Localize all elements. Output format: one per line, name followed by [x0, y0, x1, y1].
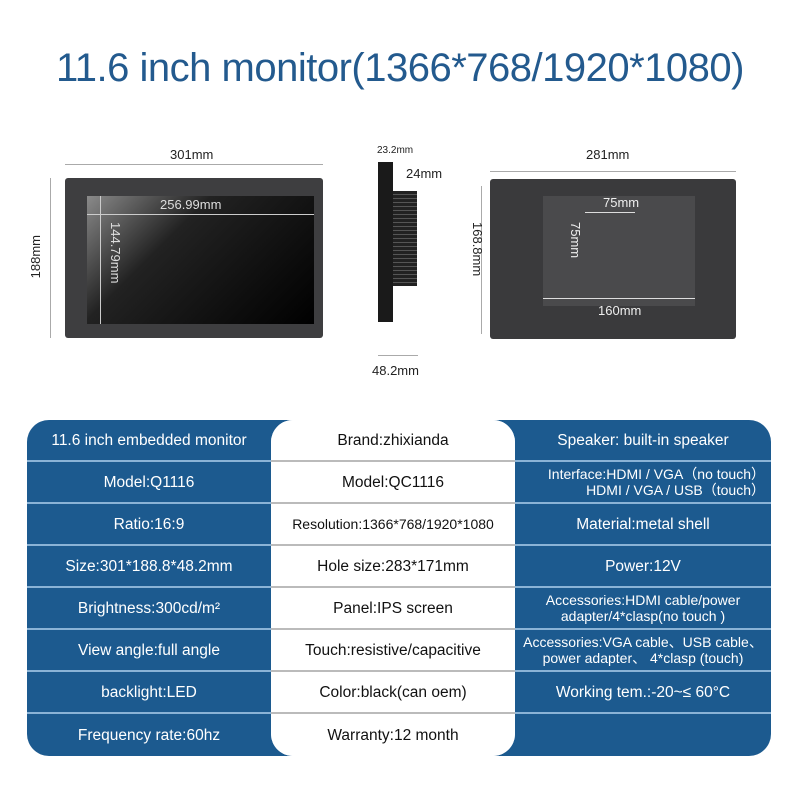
spec-cell: Power:12V: [515, 546, 771, 588]
spec-cell: Color:black(can oem): [271, 672, 515, 714]
spec-cell: Material:metal shell: [515, 504, 771, 546]
spec-cell: Brand:zhixianda: [271, 420, 515, 462]
dim-line: [543, 298, 695, 299]
dim-line: [50, 178, 51, 338]
dim-line: [100, 196, 101, 324]
spec-cell: Working tem.:-20~≤ 60°C: [515, 672, 771, 714]
side-top-label: 23.2mm: [377, 145, 414, 156]
side-depth-label: 48.2mm: [372, 363, 419, 378]
spec-cell: Size:301*188.8*48.2mm: [27, 546, 271, 588]
middle-column: Brand:zhixianda Model:QC1116 Resolution:…: [271, 420, 515, 756]
spec-cell: Model:Q1116: [27, 462, 271, 504]
back-height-label: 168.8mm: [470, 222, 485, 277]
dim-line: [378, 355, 418, 356]
dim-line: [585, 212, 635, 213]
spec-cell: Ratio:16:9: [27, 504, 271, 546]
spec-cell: Model:QC1116: [271, 462, 515, 504]
vesa-h-label: 75mm: [603, 195, 640, 210]
dim-line: [87, 214, 314, 215]
back-bottom-label: 160mm: [598, 303, 642, 318]
spec-cell: Interface:HDMI / VGA（no touch） HDMI / VG…: [515, 462, 771, 504]
side-view-back: [393, 191, 417, 286]
dim-line: [65, 164, 323, 165]
dim-line: [481, 186, 482, 334]
side-mid-label: 24mm: [406, 166, 443, 181]
screen-width-label: 256.99mm: [160, 197, 222, 212]
front-height-label: 188mm: [28, 235, 43, 278]
dim-line: [490, 171, 736, 172]
screen-height-label: 144.79mm: [108, 222, 123, 284]
spec-cell: Speaker: built-in speaker: [515, 420, 771, 462]
page-title: 11.6 inch monitor(1366*768/1920*1080): [56, 46, 744, 90]
back-panel: [543, 196, 695, 306]
vesa-v-label: 75mm: [568, 222, 583, 259]
right-column: Speaker: built-in speaker Interface:HDMI…: [515, 420, 771, 756]
spec-cell: Touch:resistive/capacitive: [271, 630, 515, 672]
spec-cell: Panel:IPS screen: [271, 588, 515, 630]
spec-cell: Frequency rate:60hz: [77, 726, 221, 744]
screen: [87, 196, 314, 324]
spec-cell: Hole size:283*171mm: [271, 546, 515, 588]
side-view: [378, 162, 393, 322]
spec-table: 11.6 inch embedded monitor Model:Q1116 R…: [27, 420, 771, 756]
spec-cell-empty: [515, 714, 771, 756]
spec-cell: Accessories:VGA cable、USB cable、power ad…: [515, 630, 771, 672]
spec-cell: Warranty:12 month: [271, 714, 515, 756]
spec-cell: Brightness:300cd/m²: [27, 588, 271, 630]
spec-cell: Accessories:HDMI cable/power adapter/4*c…: [515, 588, 771, 630]
left-column: 11.6 inch embedded monitor Model:Q1116 R…: [27, 420, 271, 756]
front-height-text: 188mm: [28, 235, 43, 279]
spec-cell: 11.6 inch embedded monitor: [27, 420, 271, 462]
back-width-label: 281mm: [586, 147, 630, 162]
spec-cell: backlight:LED: [27, 672, 271, 714]
spec-cell: View angle:full angle: [27, 630, 271, 672]
front-width-label: 301mm: [170, 147, 214, 162]
spec-cell: Resolution:1366*768/1920*1080: [271, 504, 515, 546]
